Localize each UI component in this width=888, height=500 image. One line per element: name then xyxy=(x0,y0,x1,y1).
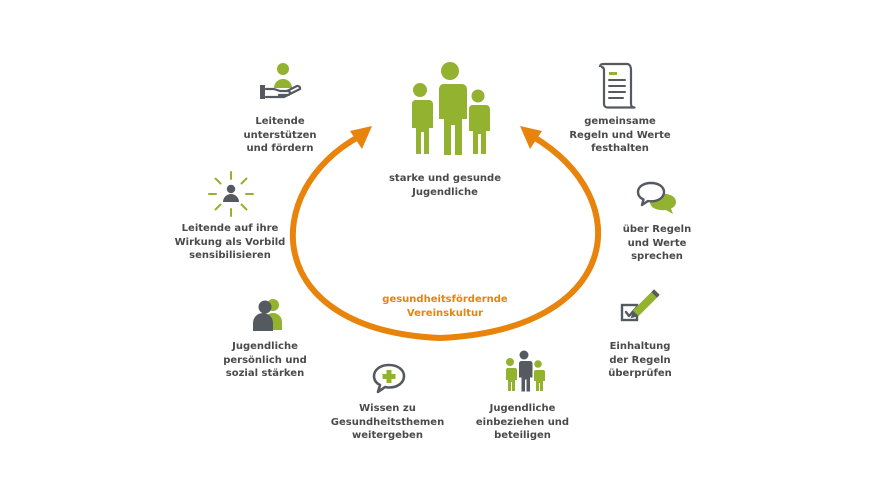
document-scroll-icon xyxy=(598,62,636,109)
speech-bubbles-icon xyxy=(636,181,676,214)
two-people-icon xyxy=(253,299,282,331)
item-label-wissen-weitergeben: Wissen zu Gesundheitsthemen weitergeben xyxy=(330,403,445,441)
item-label-einhaltung-pruefen: Einhaltung der Regeln überprüfen xyxy=(608,341,672,379)
group-icon xyxy=(505,350,545,392)
family-icon xyxy=(411,62,490,155)
shining-person-icon xyxy=(208,171,254,217)
item-label-jugendliche-staerken: Jugendliche persönlich und sozial stärke… xyxy=(223,341,307,379)
item-label-leitende-unterstuetzen: Leitende unterstützen und fördern xyxy=(243,116,317,154)
center-label: starke und gesunde Jugendliche xyxy=(388,173,501,198)
item-label-ueber-regeln-sprechen: über Regeln und Werte sprechen xyxy=(622,224,692,262)
checkbox-pen-icon xyxy=(620,289,660,322)
item-label-leitende-vorbild: Leitende auf ihre Wirkung als Vorbild se… xyxy=(174,223,286,261)
health-speech-bubble-icon xyxy=(372,363,406,394)
item-label-regeln-festhalten: gemeinsame Regeln und Werte festhalten xyxy=(569,116,671,154)
cycle-label: gesundheitsfördernde Vereinskultur xyxy=(382,294,508,319)
item-label-jugendliche-beteiligen: Jugendliche einbeziehen und beteiligen xyxy=(475,403,570,441)
hand-support-icon xyxy=(260,63,302,99)
